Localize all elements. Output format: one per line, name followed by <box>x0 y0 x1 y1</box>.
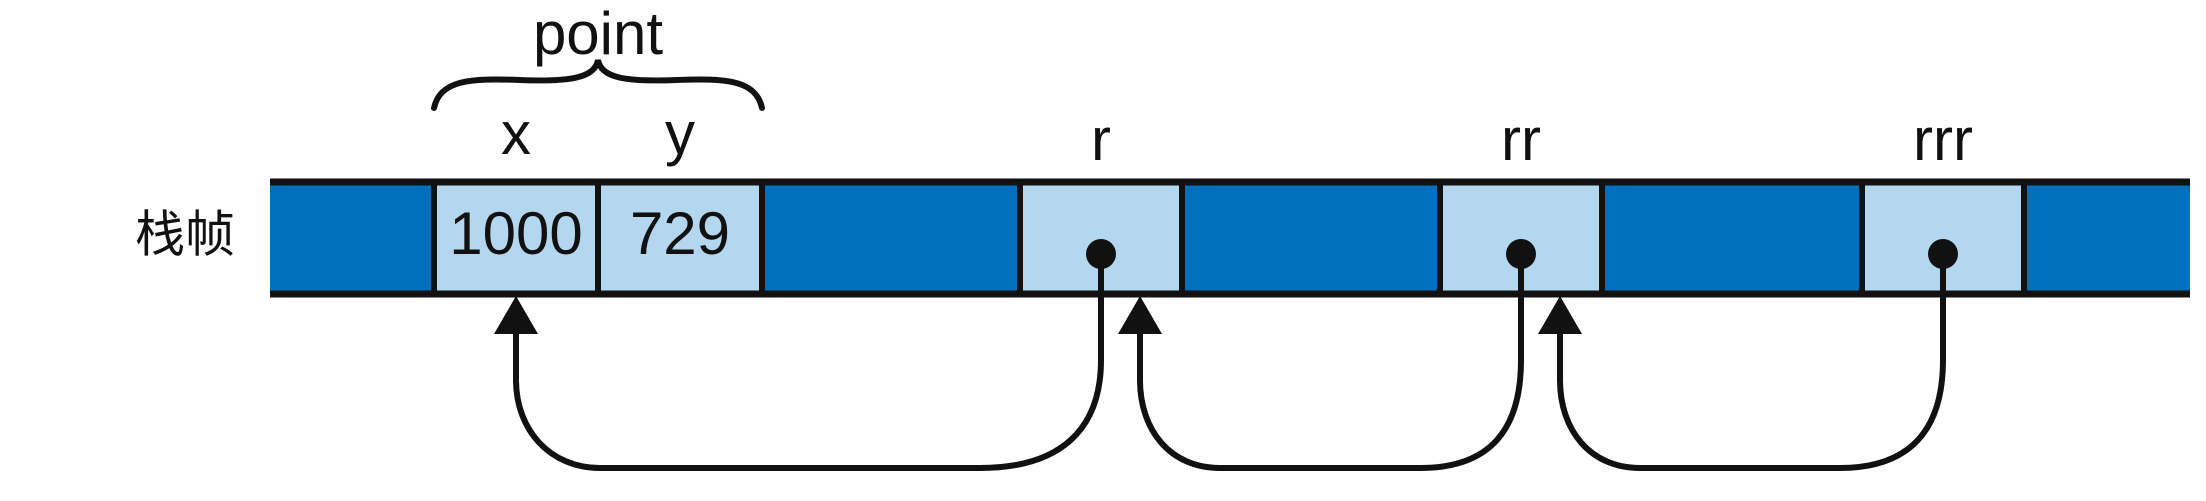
pointer-arrow-r-to-point <box>513 254 1104 471</box>
cell-dividers <box>431 182 2027 294</box>
value-y: 729 <box>630 200 730 267</box>
group-label-point: point <box>533 0 663 67</box>
pointer-arrow-rrr-to-rr <box>1557 254 1946 471</box>
arrowhead-icon-x <box>494 296 538 334</box>
cell-x <box>434 182 598 294</box>
value-x: 1000 <box>449 200 582 267</box>
ref-label-rrr: rrr <box>1913 106 1973 173</box>
pointer-arrow-rr-to-r <box>1137 254 1524 471</box>
cell-y <box>598 182 762 294</box>
field-label-x: x <box>501 100 531 167</box>
arrowhead-icon-r <box>1118 296 1162 334</box>
field-label-y: y <box>665 100 695 167</box>
point-brace <box>431 59 765 111</box>
row-label: 栈帧 <box>135 206 235 264</box>
ref-label-rr: rr <box>1501 106 1541 173</box>
arrowhead-icon-rr <box>1538 296 1582 334</box>
ref-label-r: r <box>1091 106 1111 173</box>
